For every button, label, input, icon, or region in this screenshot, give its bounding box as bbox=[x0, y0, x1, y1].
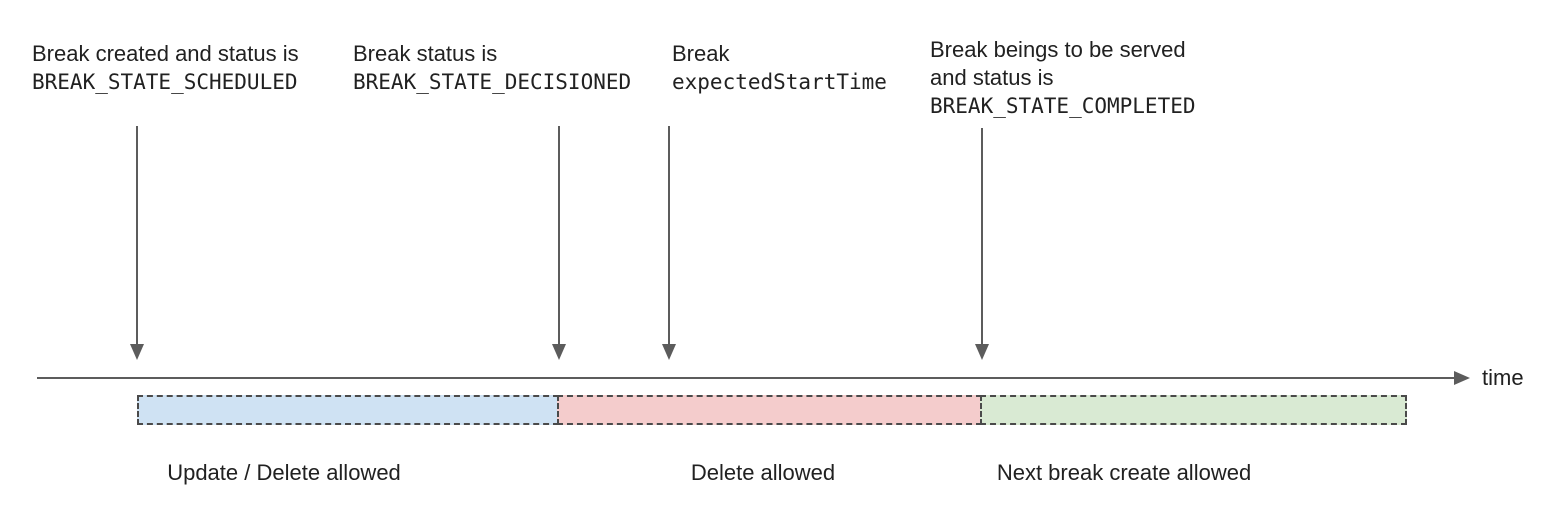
arrow-break-completed bbox=[981, 128, 983, 346]
arrowhead-break-created-icon bbox=[130, 344, 144, 360]
annotation-text: Break created and status is bbox=[32, 41, 299, 66]
arrow-expected-start-time bbox=[668, 126, 670, 346]
segment-delete-allowed bbox=[557, 395, 982, 425]
time-axis bbox=[37, 377, 1455, 379]
time-axis-arrowhead-icon bbox=[1454, 371, 1470, 385]
time-axis-label: time bbox=[1482, 365, 1524, 390]
segment-update-delete-allowed bbox=[137, 395, 559, 425]
annotation-state-code: BREAK_STATE_SCHEDULED bbox=[32, 70, 298, 94]
annotation-text: Break beings to be served bbox=[930, 37, 1186, 62]
arrowhead-expected-start-time-icon bbox=[662, 344, 676, 360]
annotation-break-completed: Break beings to be served and status is … bbox=[930, 36, 1196, 120]
arrowhead-break-decisioned-icon bbox=[552, 344, 566, 360]
annotation-state-code: BREAK_STATE_DECISIONED bbox=[353, 70, 632, 94]
arrowhead-break-completed-icon bbox=[975, 344, 989, 360]
annotation-text: Break status is bbox=[353, 41, 498, 66]
segment-label-next-break-create-allowed: Next break create allowed bbox=[996, 460, 1252, 485]
annotation-state-code: expectedStartTime bbox=[672, 70, 887, 94]
annotation-text: Break bbox=[672, 41, 730, 66]
annotation-state-code: BREAK_STATE_COMPLETED bbox=[930, 94, 1196, 118]
annotation-expected-start-time: Break expectedStartTime bbox=[672, 40, 887, 96]
arrow-break-created bbox=[136, 126, 138, 346]
annotation-break-decisioned: Break status is BREAK_STATE_DECISIONED bbox=[353, 40, 631, 96]
annotation-text-line2: and status is bbox=[930, 65, 1054, 90]
segment-label-update-delete-allowed: Update / Delete allowed bbox=[167, 460, 401, 485]
segment-label-delete-allowed: Delete allowed bbox=[690, 460, 836, 485]
arrow-break-decisioned bbox=[558, 126, 560, 346]
segment-next-break-create-allowed bbox=[980, 395, 1407, 425]
annotation-break-created: Break created and status is BREAK_STATE_… bbox=[32, 40, 299, 96]
